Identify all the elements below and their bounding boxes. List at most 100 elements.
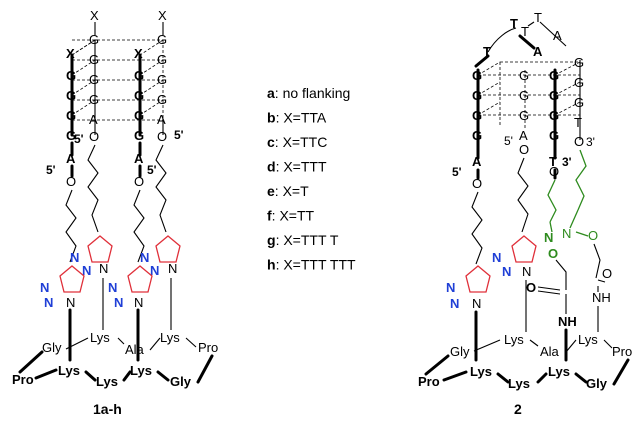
five-prime-label: 5' [74,132,84,146]
triazole-n-label: N [44,295,53,310]
base-g-label: G [157,32,167,47]
legend-item-b: b: X=TTA [267,110,327,126]
base-t-label: T [549,154,557,169]
base-t-label: T [574,115,582,130]
base-t-label: T [521,24,529,39]
peptide-lys-label: Lys [160,330,180,345]
oxygen-label: O [134,174,144,189]
legend-key: f [267,208,272,224]
legend-item-d: d: X=TTT [267,159,327,175]
triazole-ring: N N N [446,265,491,311]
structure-2: T A T T T A G G G G [418,10,632,417]
base-g-label: G [574,55,584,70]
legend-text: : X=TT [272,208,315,224]
base-g-label: G [66,88,76,103]
base-g-label: G [472,68,482,83]
peptide-pro-label: Pro [198,340,218,355]
legend-text: : X=T [275,183,309,199]
base-g-label: G [549,68,559,83]
base-g-label: G [574,75,584,90]
structure-2-caption: 2 [514,401,522,417]
legend-item-c: c: X=TTC [267,134,327,150]
base-g-label: G [134,68,144,83]
base-g-label: G [549,88,559,103]
triazole-n-label: N [168,261,177,276]
base-g-label: G [66,128,76,143]
base-g-label: G [157,72,167,87]
base-g-label: G [66,108,76,123]
base-t-label: T [483,44,491,59]
oxygen-label: O [66,174,76,189]
base-g-label: G [519,108,529,123]
triazole-n-label: N [472,296,481,311]
oxime-o-label: O [588,228,598,243]
triazole-n-label: N [140,250,149,265]
legend-item-f: f: X=TT [267,208,315,224]
triazole-n-label: N [114,295,123,310]
base-g-label: G [134,108,144,123]
peptide-gly-label: Gly [42,340,62,355]
base-a-label: A [157,112,166,127]
oxygen-label: O [519,142,529,157]
triazole-n-label: N [40,280,49,295]
legend: a: no flanking b: X=TTA c: X=TTC d: X=TTT e:… [267,85,356,273]
base-x-label: X [66,46,75,61]
triazole-ring: N N N [140,235,181,278]
base-g-label: G [519,88,529,103]
base-g-label: G [134,88,144,103]
legend-text: : X=TTA [276,110,327,126]
base-x-label: X [90,8,99,23]
oxygen-label: O [549,164,559,179]
peptide-ala-label: Ala [540,344,560,359]
amide-nh-label: NH [592,290,611,305]
oxime-n-label: N [562,226,571,241]
base-g-label: G [89,32,99,47]
legend-key: g [267,232,276,248]
base-a-label: A [533,44,543,59]
base-a-label: A [66,151,76,166]
base-a-label: A [519,128,528,143]
oxime-n-label: N [544,230,553,245]
triazole-n-label: N [99,261,108,276]
oxime-o-label: O [548,246,558,261]
peptide-lys-label: Lys [578,332,598,347]
base-t-label: T [510,16,518,31]
legend-key: b [267,110,276,126]
triazole-ring: N N N [108,265,153,310]
triazole-n-label: N [82,263,91,278]
base-g-label: G [549,108,559,123]
peptide-lys-label: Lys [508,376,530,391]
triazole-n-label: N [108,280,117,295]
oxygen-label: O [472,176,482,191]
peptide-gly-label: Gly [450,344,470,359]
legend-text: : X=TTC [275,134,328,150]
peptide-ala-label: Ala [125,342,145,357]
peptide-lys-label: Lys [130,363,152,378]
peptide-pro-label: Pro [12,372,34,387]
base-g-label: G [472,88,482,103]
base-a-label: A [553,28,562,43]
triazole-n-label: N [134,295,143,310]
legend-item-a: a: no flanking [267,85,350,101]
legend-key: h [267,257,276,273]
legend-text: : no flanking [275,85,351,101]
legend-item-h: h: X=TTT TTT [267,257,356,273]
triazole-ring: N N N [70,235,113,278]
base-g-label: G [519,68,529,83]
base-g-label: G [134,128,144,143]
base-g-label: G [157,52,167,67]
peptide-gly-label: Gly [586,376,608,391]
five-prime-label: 5' [174,128,184,142]
legend-item-e: e: X=T [267,183,309,199]
peptide-lys-label: Lys [58,363,80,378]
legend-key: a [267,85,275,101]
base-t-label: T [534,10,542,25]
three-prime-label: 3' [562,155,572,169]
peptide-lys-label: Lys [504,332,524,347]
legend-item-g: g: X=TTT T [267,232,339,248]
base-g-label: G [472,128,482,143]
triazole-n-label: N [492,250,501,265]
triazole-n-label: N [446,280,455,295]
peptide-lys-label: Lys [96,374,118,389]
